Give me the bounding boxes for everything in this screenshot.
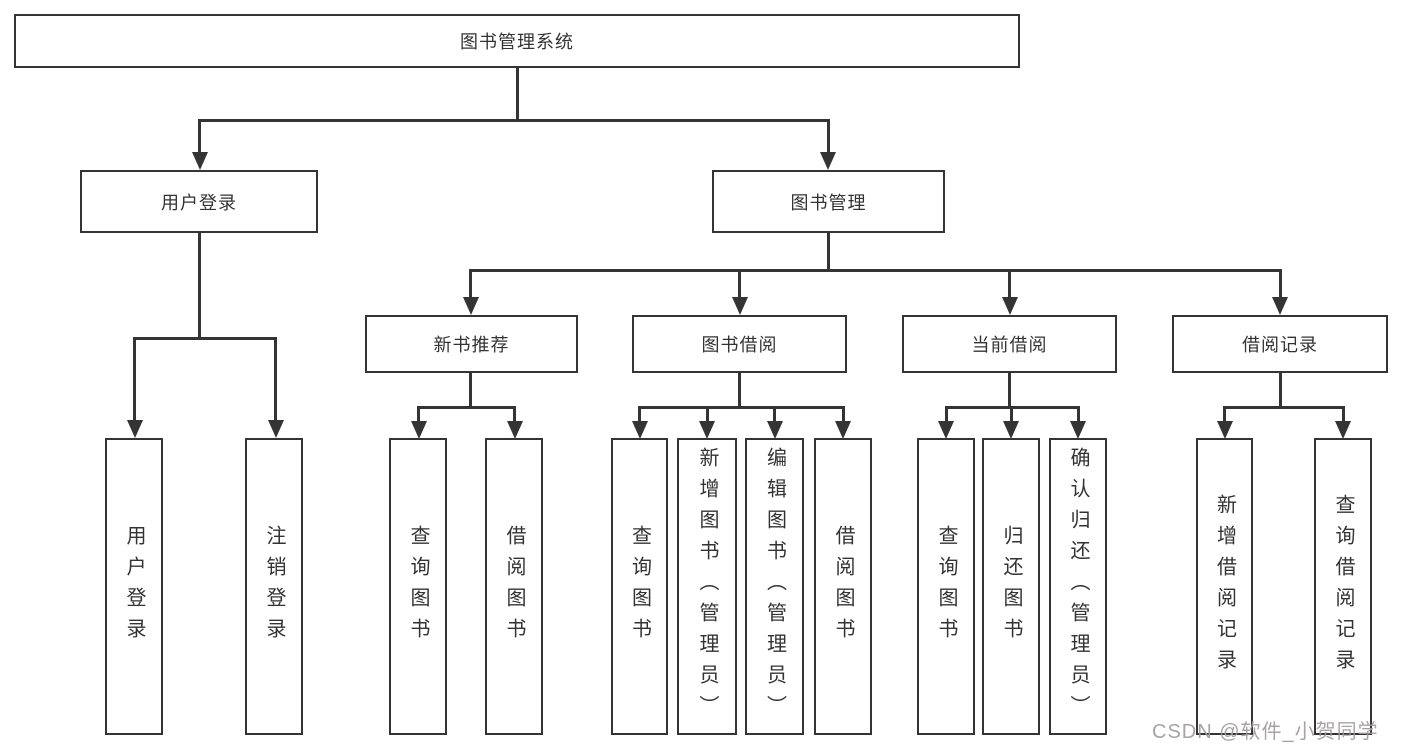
arrow-down-icon	[632, 421, 648, 439]
leaf-label: 查询图书	[407, 524, 429, 649]
leaf-confirm-return-admin: 确认归还（管理员）	[1049, 438, 1107, 735]
node-label: 图书借阅	[701, 335, 778, 355]
connector-line	[738, 373, 741, 406]
connector-line	[827, 233, 830, 269]
connector-line	[198, 119, 201, 153]
node-label: 图书管理	[790, 192, 867, 213]
connector-line	[1077, 406, 1080, 422]
leaf-add-book-admin: 新增图书（管理员）	[677, 438, 737, 735]
leaf-label: 确认归还（管理员）	[1067, 447, 1089, 726]
arrow-down-icon	[767, 421, 783, 439]
arrow-down-icon	[192, 152, 208, 170]
connector-line	[773, 406, 776, 422]
node-label: 用户登录	[161, 192, 237, 213]
connector-line	[638, 406, 845, 409]
node-new-book-recommend: 新书推荐	[365, 315, 578, 373]
arrow-down-icon	[1070, 421, 1086, 439]
arrow-down-icon	[699, 421, 715, 439]
node-book-management: 图书管理	[712, 170, 945, 233]
node-book-borrowing: 图书借阅	[632, 315, 847, 373]
leaf-label: 查询图书	[935, 524, 957, 649]
arrow-down-icon	[835, 421, 851, 439]
leaf-label: 查询借阅记录	[1332, 493, 1354, 680]
arrow-down-icon	[1003, 421, 1019, 439]
leaf-label: 编辑图书（管理员）	[763, 447, 786, 726]
connector-line	[417, 406, 515, 409]
node-label: 当前借阅	[971, 335, 1048, 355]
node-current-borrowing: 当前借阅	[902, 315, 1117, 373]
connector-line	[133, 337, 136, 421]
leaf-logout: 注销登录	[245, 438, 303, 735]
arrow-down-icon	[938, 421, 954, 439]
leaf-query-books: 查询图书	[917, 438, 975, 735]
connector-line	[198, 119, 830, 122]
connector-line	[738, 269, 741, 298]
arrow-down-icon	[1272, 297, 1288, 315]
leaf-label: 用户登录	[123, 524, 145, 649]
node-label: 借阅记录	[1242, 335, 1318, 355]
connector-line	[1010, 406, 1013, 422]
connector-line	[469, 269, 472, 298]
leaf-user-login: 用户登录	[105, 438, 163, 735]
leaf-label: 注销登录	[263, 524, 285, 649]
connector-line	[1223, 406, 1226, 422]
connector-line	[198, 233, 201, 337]
connector-line	[827, 119, 830, 153]
leaf-add-borrow-record: 新增借阅记录	[1196, 438, 1253, 735]
leaf-label: 查询图书	[628, 524, 651, 649]
leaf-label: 借阅图书	[832, 524, 854, 649]
leaf-label: 新增借阅记录	[1213, 493, 1236, 680]
leaf-label: 借阅图书	[503, 524, 525, 649]
connector-line	[1342, 406, 1345, 422]
node-label: 新书推荐	[433, 335, 510, 355]
connector-line	[469, 269, 1282, 272]
node-library-management-system: 图书管理系统	[14, 14, 1020, 68]
arrow-down-icon	[732, 297, 748, 315]
arrow-down-icon	[820, 152, 836, 170]
connector-line	[706, 406, 709, 422]
watermark: CSDN @软件_小贺同学	[1152, 721, 1379, 743]
leaf-edit-book-admin: 编辑图书（管理员）	[745, 438, 804, 735]
leaf-query-borrow-record: 查询借阅记录	[1314, 438, 1372, 735]
connector-line	[1279, 373, 1282, 406]
arrow-down-icon	[268, 420, 284, 438]
connector-line	[469, 373, 472, 406]
arrow-down-icon	[1217, 421, 1233, 439]
connector-line	[274, 337, 277, 421]
leaf-query-books: 查询图书	[389, 438, 447, 735]
arrow-down-icon	[1002, 297, 1018, 315]
node-user-login: 用户登录	[80, 170, 318, 233]
arrow-down-icon	[411, 421, 427, 439]
leaf-label: 归还图书	[1000, 524, 1022, 649]
connector-line	[513, 406, 516, 422]
connector-line	[638, 406, 641, 422]
connector-line	[1279, 269, 1282, 298]
leaf-borrow-books: 借阅图书	[485, 438, 543, 735]
node-borrowing-records: 借阅记录	[1172, 315, 1388, 373]
arrow-down-icon	[463, 297, 479, 315]
connector-line	[842, 406, 845, 422]
arrow-down-icon	[127, 420, 143, 438]
connector-line	[417, 406, 420, 422]
leaf-label: 新增图书（管理员）	[696, 447, 718, 726]
connector-line	[1008, 269, 1011, 298]
leaf-borrow-books: 借阅图书	[814, 438, 872, 735]
arrow-down-icon	[1335, 421, 1351, 439]
node-label: 图书管理系统	[460, 32, 574, 52]
connector-line	[1223, 406, 1344, 409]
arrow-down-icon	[507, 421, 523, 439]
connector-line	[1008, 373, 1011, 406]
connector-line	[133, 337, 277, 340]
connector-line	[516, 68, 519, 119]
leaf-return-books: 归还图书	[982, 438, 1040, 735]
connector-line	[945, 406, 948, 422]
leaf-query-books: 查询图书	[611, 438, 668, 735]
